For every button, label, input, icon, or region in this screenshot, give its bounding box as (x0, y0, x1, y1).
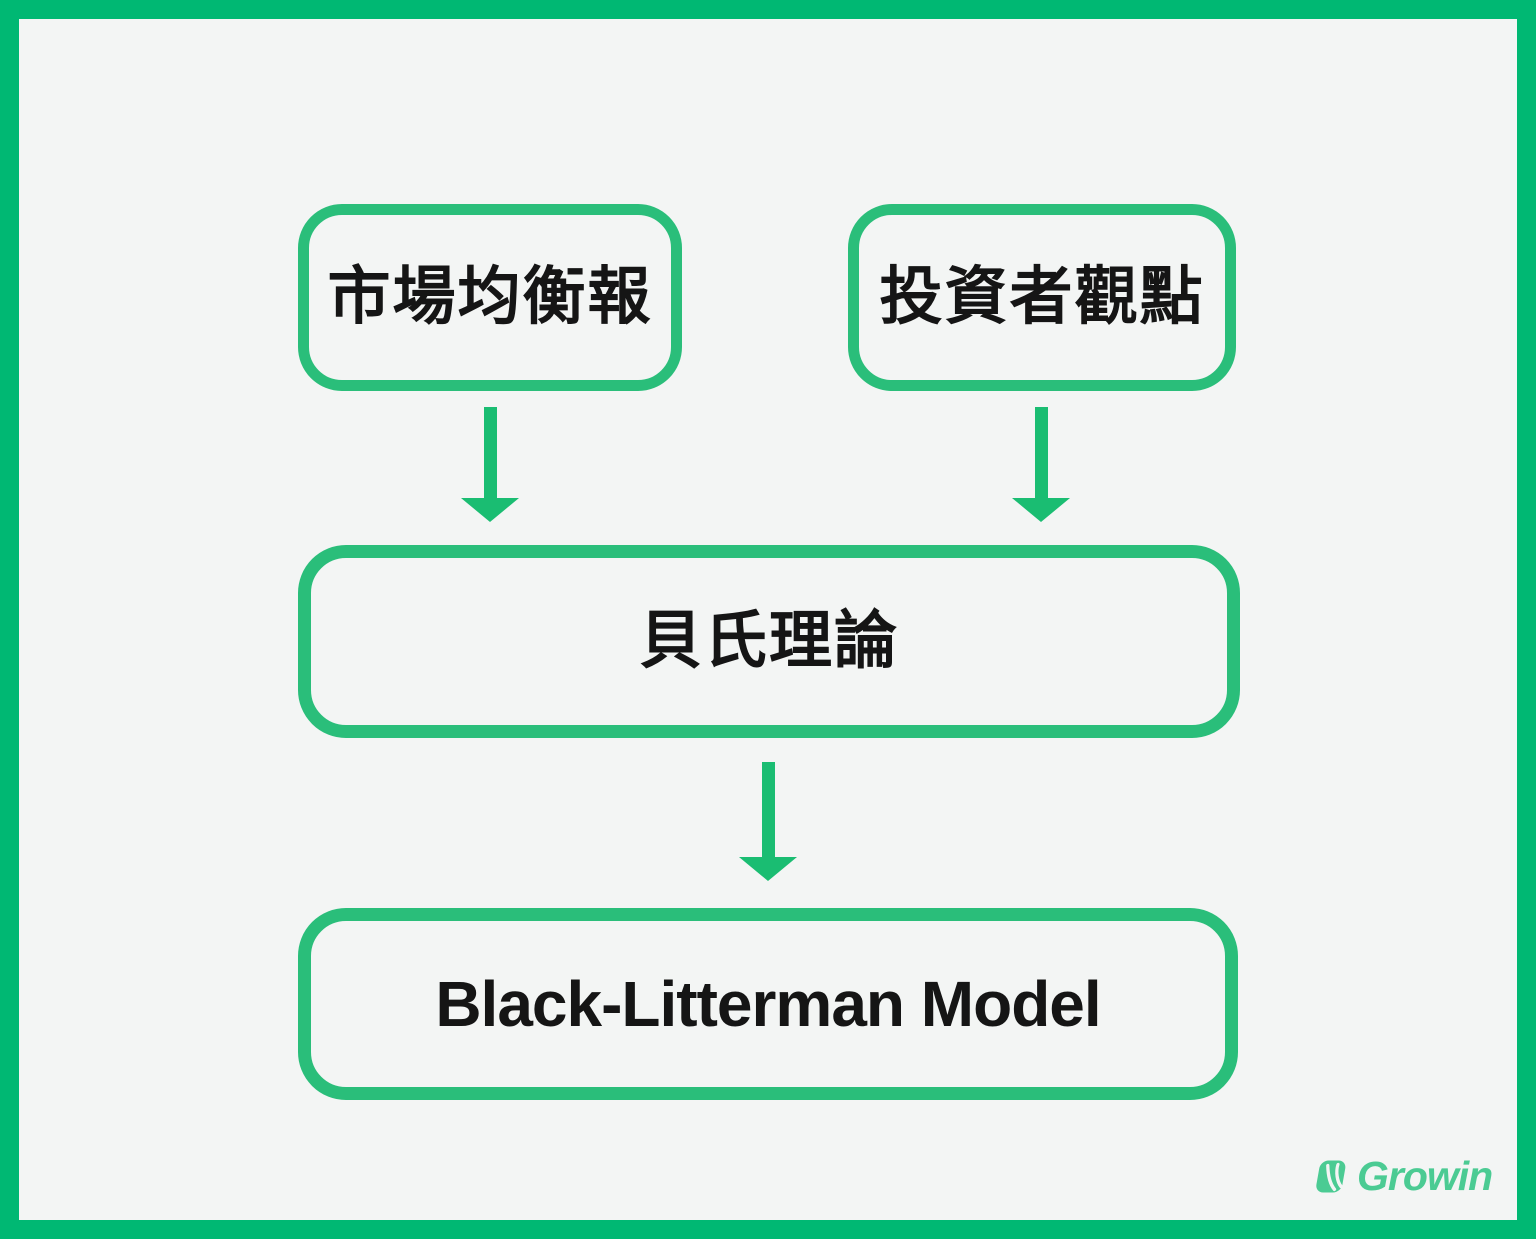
node-bayes-theory-label: 貝氏理論 (639, 606, 899, 676)
node-black-litterman-model: Black-Litterman Model (298, 908, 1238, 1100)
node-black-litterman-model-label: Black-Litterman Model (435, 968, 1101, 1040)
node-investor-views: 投資者觀點 (848, 204, 1236, 391)
node-investor-views-label: 投資者觀點 (879, 262, 1205, 332)
arrow-head-icon (1012, 498, 1070, 522)
node-bayes-theory: 貝氏理論 (298, 545, 1240, 738)
growin-leaf-icon (1316, 1160, 1346, 1193)
arrow-shaft (1034, 407, 1048, 498)
arrow-bayes-to-black-litterman (739, 762, 797, 881)
growin-logo-text: Growin (1357, 1153, 1493, 1199)
arrow-shaft (483, 407, 497, 498)
growin-logo: Growin (1314, 1153, 1493, 1199)
leaf-vein (1335, 1162, 1343, 1189)
node-market-equilibrium: 市場均衡報 (298, 204, 682, 391)
arrow-market-to-bayes (461, 407, 519, 522)
arrow-investor-to-bayes (1012, 407, 1070, 522)
arrow-head-icon (461, 498, 519, 522)
leaf-vein (1326, 1163, 1337, 1192)
arrow-shaft (761, 762, 775, 857)
node-market-equilibrium-label: 市場均衡報 (327, 262, 653, 332)
arrow-head-icon (739, 857, 797, 881)
